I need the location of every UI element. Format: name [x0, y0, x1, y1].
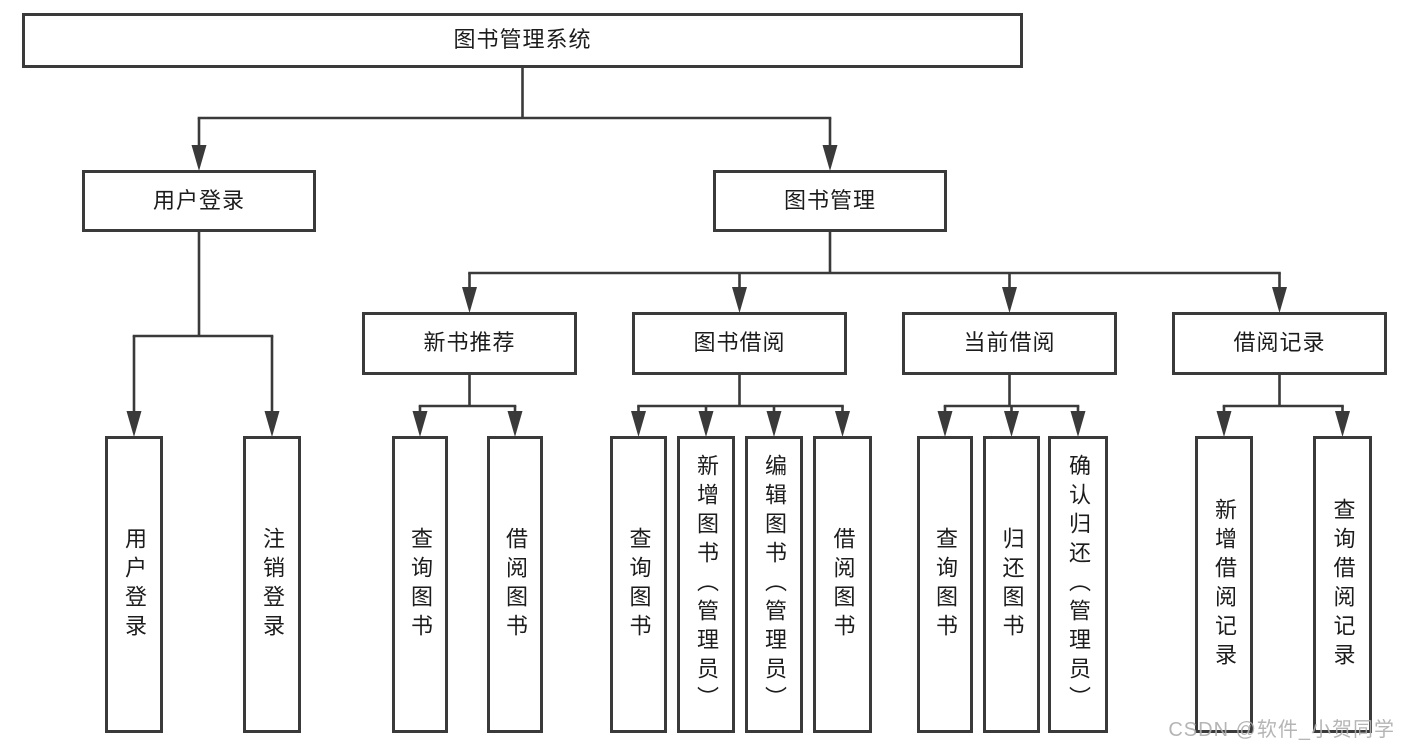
node-new-book-recommend: 新书推荐 — [362, 312, 577, 375]
node-query-books-current: 查询图书 — [917, 436, 973, 733]
node-label: 借阅记录 — [1233, 330, 1326, 356]
node-add-borrow-record: 新增借阅记录 — [1195, 436, 1253, 733]
node-label: 归还图书 — [999, 526, 1025, 643]
node-label: 当前借阅 — [963, 330, 1056, 356]
node-library-management-system: 图书管理系统 — [22, 13, 1023, 68]
node-label: 新增借阅记录 — [1212, 497, 1237, 672]
node-label: 新增图书（管理员） — [694, 454, 719, 715]
node-edit-books-admin: 编辑图书（管理员） — [745, 436, 803, 733]
node-book-management: 图书管理 — [713, 170, 947, 232]
node-label: 用户登录 — [122, 526, 147, 643]
node-add-books-admin: 新增图书（管理员） — [677, 436, 735, 733]
node-query-books-recommend: 查询图书 — [392, 436, 448, 733]
node-return-books: 归还图书 — [983, 436, 1040, 733]
node-borrow-books-borrowing: 借阅图书 — [813, 436, 872, 733]
watermark: CSDN @软件_小贺同学 — [1168, 719, 1395, 741]
node-label: 用户登录 — [152, 187, 245, 213]
node-label: 注销登录 — [260, 526, 285, 643]
node-label: 查询图书 — [933, 526, 958, 643]
node-label: 图书管理系统 — [453, 27, 592, 53]
node-current-borrowing: 当前借阅 — [902, 312, 1117, 375]
node-label: 新书推荐 — [423, 330, 516, 356]
node-label: 借阅图书 — [830, 526, 856, 643]
node-label: 查询图书 — [408, 526, 433, 643]
node-logout-leaf: 注销登录 — [243, 436, 301, 733]
node-confirm-return-admin: 确认归还（管理员） — [1048, 436, 1108, 733]
node-book-borrowing: 图书借阅 — [632, 312, 847, 375]
node-query-borrow-record: 查询借阅记录 — [1313, 436, 1372, 733]
node-user-login-leaf: 用户登录 — [105, 436, 163, 733]
node-label: 图书借阅 — [693, 330, 786, 356]
node-label: 编辑图书（管理员） — [762, 454, 787, 715]
node-label: 查询图书 — [626, 526, 652, 643]
node-label: 借阅图书 — [503, 526, 528, 643]
node-label: 图书管理 — [783, 187, 876, 213]
node-borrowing-records: 借阅记录 — [1172, 312, 1387, 375]
node-label: 查询借阅记录 — [1330, 497, 1356, 672]
node-borrow-books-recommend: 借阅图书 — [487, 436, 543, 733]
node-user-login: 用户登录 — [82, 170, 316, 232]
node-query-books-borrowing: 查询图书 — [610, 436, 667, 733]
node-label: 确认归还（管理员） — [1066, 454, 1091, 715]
